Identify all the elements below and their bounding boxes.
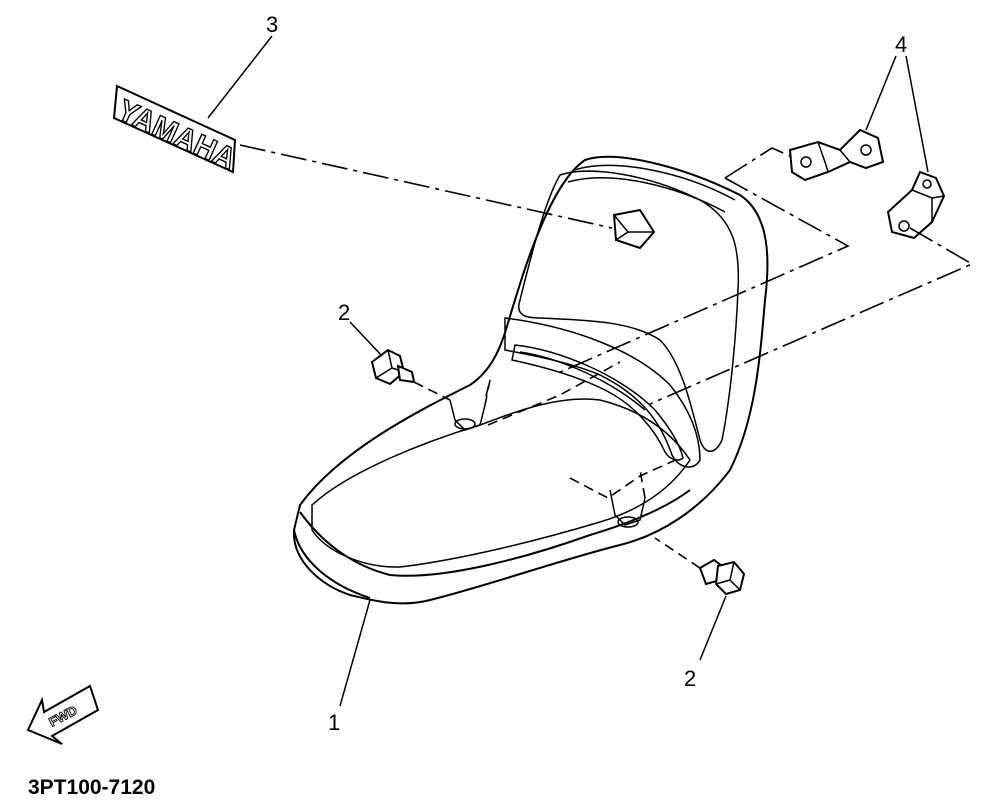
callout-1: 1 [328,710,340,735]
assembly-lines [239,144,974,569]
callout-2-left: 2 [338,300,350,325]
bolt-left[interactable] [370,348,416,386]
seat-part[interactable] [292,155,769,605]
callout-3: 3 [266,12,278,37]
bolt-right[interactable] [698,558,746,596]
part-code: 3PT100-7120 [28,776,155,799]
callout-4: 4 [895,32,907,57]
callout-leaders [207,35,929,707]
seat-brackets[interactable] [788,128,946,240]
fwd-arrow-icon: FWD [26,684,100,745]
callout-2-right: 2 [684,666,696,691]
